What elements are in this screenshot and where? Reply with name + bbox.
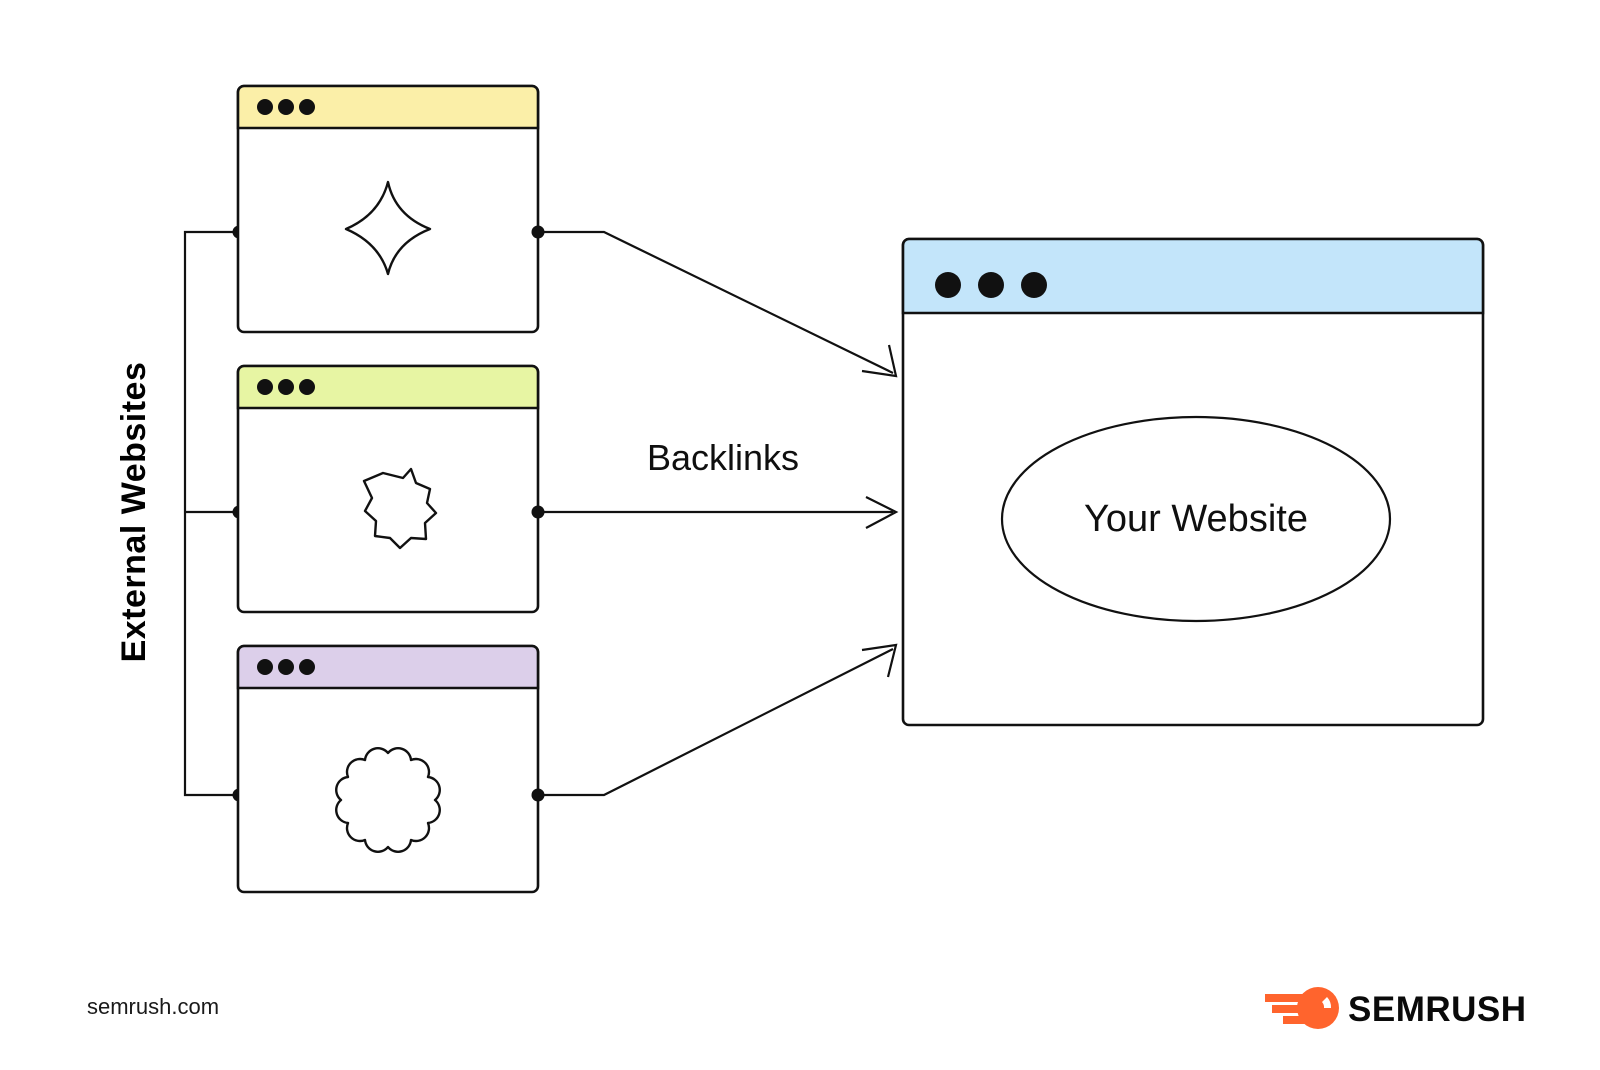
window-2-dot-1 bbox=[257, 379, 273, 395]
window-2-title-bar bbox=[236, 364, 540, 410]
semrush-logo: SEMRUSH bbox=[1265, 987, 1527, 1029]
target-window-title-bar bbox=[901, 237, 1485, 315]
semrush-comet-icon bbox=[1265, 987, 1339, 1029]
window-2-dot-3 bbox=[299, 379, 315, 395]
irregular-blob-shape-icon bbox=[362, 467, 438, 550]
backlinks-label: Backlinks bbox=[647, 437, 799, 478]
external-window-3[interactable] bbox=[236, 644, 545, 894]
window-1-title-bar bbox=[236, 84, 540, 130]
scalloped-flower-shape-icon bbox=[335, 747, 441, 853]
external-websites-label: External Websites bbox=[115, 362, 153, 663]
external-websites-label-group: External Websites bbox=[115, 362, 153, 663]
window-1-dot-3 bbox=[299, 99, 315, 115]
window-2-dot-2 bbox=[278, 379, 294, 395]
target-window-dot-2 bbox=[978, 272, 1004, 298]
concave-diamond-shape-icon bbox=[344, 180, 432, 276]
external-websites-bracket bbox=[183, 225, 246, 802]
window-1-dot-1 bbox=[257, 99, 273, 115]
external-window-1[interactable] bbox=[236, 84, 545, 334]
window-3-title-bar bbox=[236, 644, 540, 690]
external-window-2[interactable] bbox=[236, 364, 545, 614]
target-window[interactable]: Your Website bbox=[901, 237, 1485, 727]
window-1-dot-2 bbox=[278, 99, 294, 115]
backlink-arrow-2 bbox=[538, 496, 899, 529]
target-window-dot-1 bbox=[935, 272, 961, 298]
backlink-arrow-1 bbox=[538, 230, 898, 378]
footer-url: semrush.com bbox=[87, 994, 219, 1019]
semrush-wordmark: SEMRUSH bbox=[1348, 990, 1527, 1029]
backlink-arrow-3 bbox=[538, 643, 898, 797]
your-website-label: Your Website bbox=[1084, 498, 1308, 540]
window-3-dot-1 bbox=[257, 659, 273, 675]
your-website-ellipse bbox=[1000, 415, 1392, 623]
target-window-dot-3 bbox=[1021, 272, 1047, 298]
window-3-dot-3 bbox=[299, 659, 315, 675]
window-3-dot-2 bbox=[278, 659, 294, 675]
